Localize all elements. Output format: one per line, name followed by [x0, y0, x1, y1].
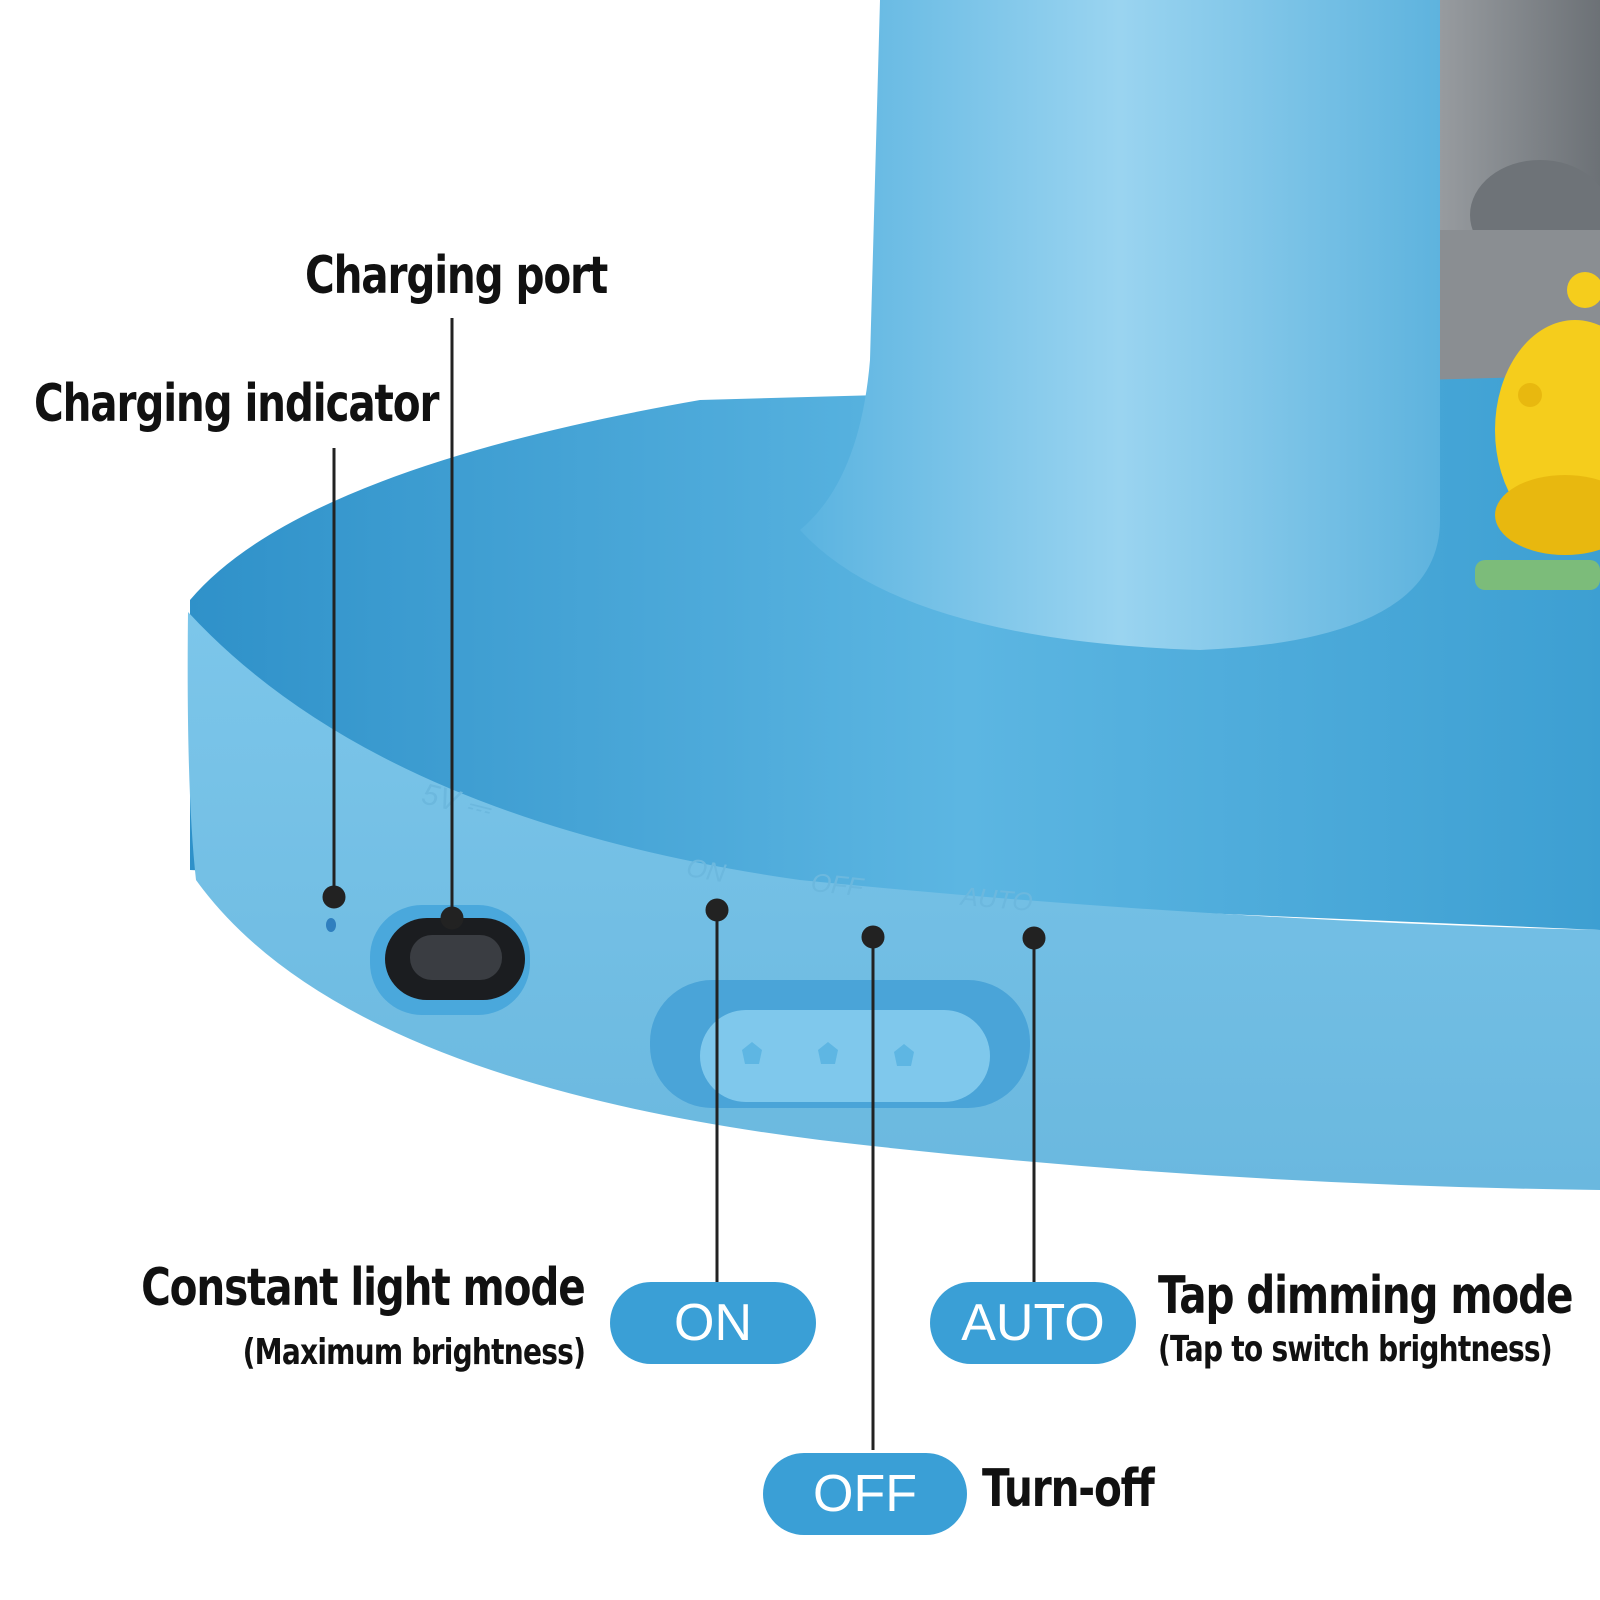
charging-indicator-label: Charging indicator	[34, 374, 439, 434]
emboss-auto: AUTO	[958, 881, 1034, 917]
tap-dimming-sub: (Tap to switch brightness)	[1158, 1329, 1553, 1370]
turn-off-label: Turn-off	[982, 1459, 1155, 1519]
emboss-on: ON	[684, 852, 728, 888]
on-mode-text: ON	[674, 1294, 752, 1352]
charging-port-label: Charging port	[305, 246, 608, 306]
constant-light-sub: (Maximum brightness)	[242, 1332, 585, 1373]
auto-mode-pill: AUTO	[930, 1282, 1136, 1364]
auto-mode-text: AUTO	[961, 1294, 1105, 1352]
stem	[800, 0, 1440, 650]
tap-dimming-label: Tap dimming mode	[1158, 1266, 1573, 1326]
slide-switch	[650, 980, 1030, 1108]
leader-lines	[322, 318, 1046, 1450]
base-side	[187, 612, 1600, 1190]
off-mode-text: OFF	[813, 1465, 917, 1523]
usb-c-port	[370, 905, 530, 1015]
constant-light-label: Constant light mode	[141, 1258, 587, 1318]
yellow-figure	[1475, 272, 1600, 590]
off-mode-pill: OFF	[763, 1453, 967, 1535]
on-mode-pill: ON	[610, 1282, 816, 1364]
emboss-off: OFF	[810, 867, 867, 902]
indicator-led	[326, 918, 336, 932]
